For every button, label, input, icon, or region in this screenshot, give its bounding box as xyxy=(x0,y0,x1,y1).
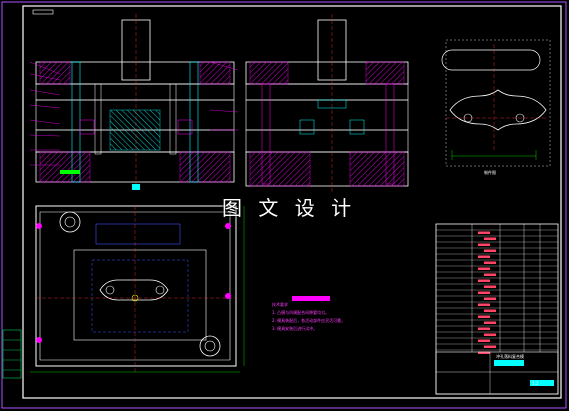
parts-list-cell-mark xyxy=(484,249,496,252)
inner-frame xyxy=(22,5,562,399)
section-view-right xyxy=(245,14,409,192)
top-view xyxy=(30,205,245,373)
parts-list-cell-mark xyxy=(478,243,490,246)
parts-list-cell-mark xyxy=(478,255,490,258)
parts-list-cell-mark xyxy=(478,327,490,330)
left-margin-stamp xyxy=(2,329,22,379)
notes-title: 技术要求 xyxy=(272,302,288,307)
parts-list-cell-mark xyxy=(478,231,490,234)
parts-list-cell-mark xyxy=(484,273,496,276)
parts-list-cell-mark xyxy=(478,303,490,306)
note-line-2: 2. 模具装配后，各活动部件应灵活可靠。 xyxy=(272,318,346,323)
note-line-1: 1. 凸模与凹模配合间隙要均匀。 xyxy=(272,310,330,315)
title-scale: 1:1 xyxy=(532,381,539,386)
note-line-3: 3. 模具安装后进行试冲。 xyxy=(272,326,318,331)
parts-list-cell-mark xyxy=(484,345,496,348)
title-block xyxy=(435,223,559,395)
technical-notes-box xyxy=(292,296,330,301)
section-view-left xyxy=(29,14,239,190)
watermark-text: 图 文 设 计 xyxy=(222,196,357,220)
parts-list-cell-mark xyxy=(484,285,496,288)
parts-list-cell-mark xyxy=(484,297,496,300)
parts-list-cell-mark xyxy=(478,315,490,318)
part-drawing-label: 制件图 xyxy=(484,170,496,175)
parts-list-cell-mark xyxy=(478,291,490,294)
parts-list-cell-mark xyxy=(484,321,496,324)
parts-list-cell-mark xyxy=(484,309,496,312)
part-drawing xyxy=(441,39,551,167)
parts-list-cell-mark xyxy=(484,261,496,264)
parts-list-cell-mark xyxy=(478,339,490,342)
parts-list-cell-mark xyxy=(478,279,490,282)
parts-list-cell-mark xyxy=(484,333,496,336)
parts-list-cell-mark xyxy=(478,267,490,270)
frame-corner-mark xyxy=(32,9,54,15)
title-drawing-name: 冲孔落料复合模 xyxy=(496,354,524,359)
parts-list-cell-mark xyxy=(484,237,496,240)
parts-list-cell-mark xyxy=(478,351,490,354)
